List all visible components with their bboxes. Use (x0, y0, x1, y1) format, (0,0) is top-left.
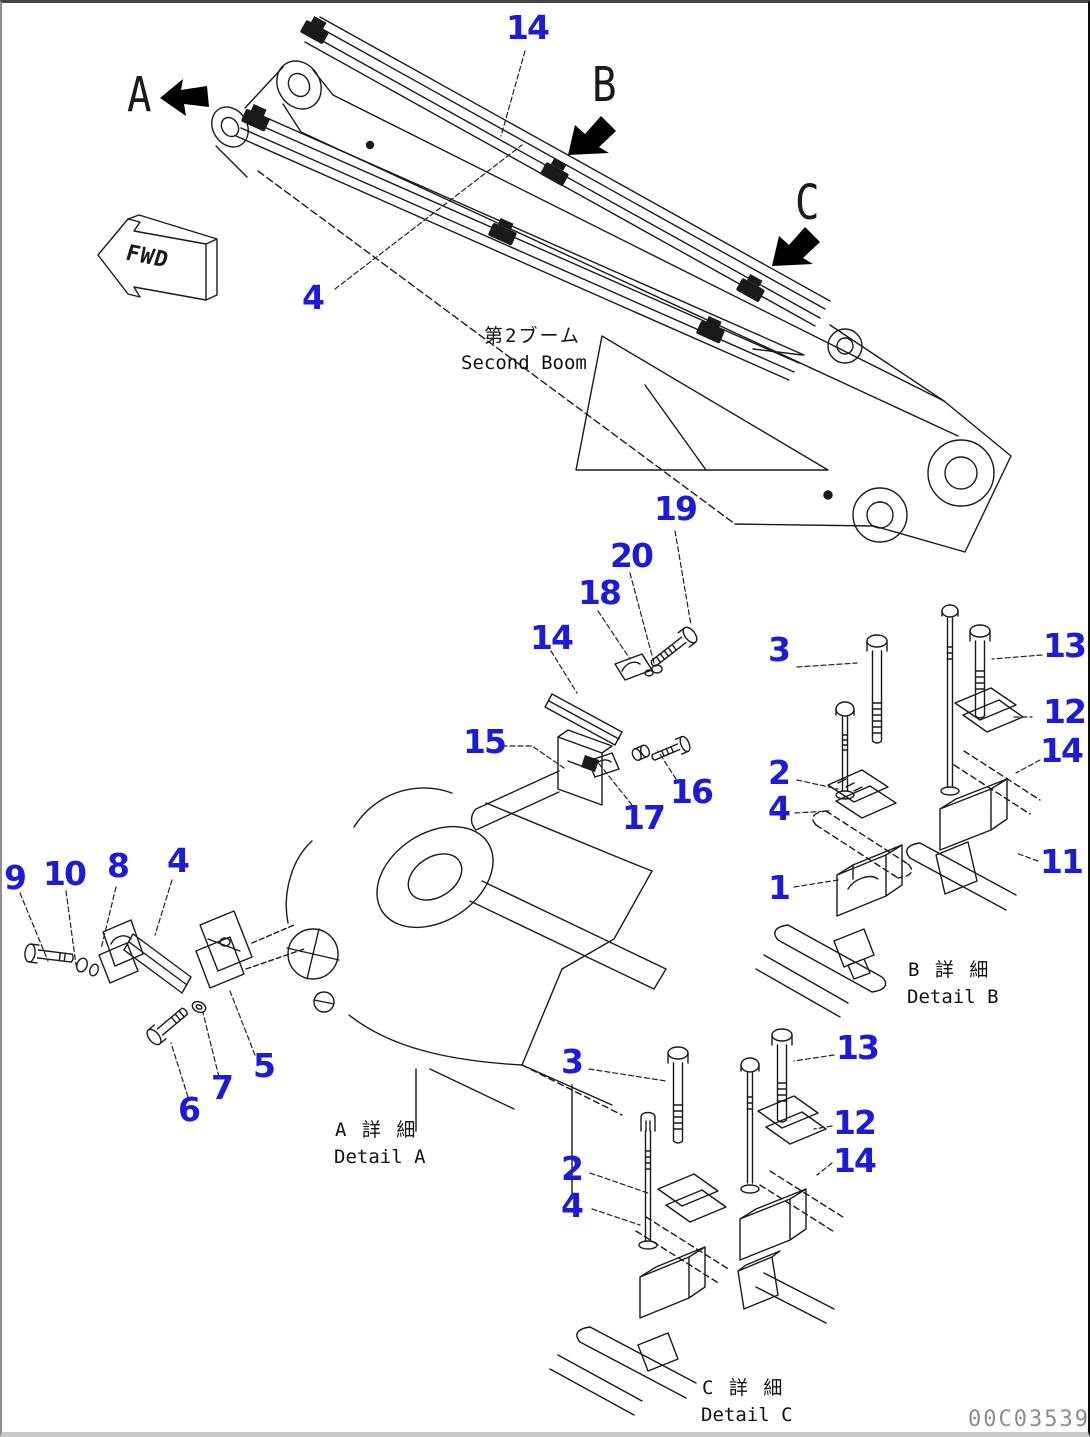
detail-c-drawing (549, 1028, 847, 1416)
label-layer: A B C FWD 第2ブーム Second Boom A 詳 細 Detail… (2, 3, 1088, 1432)
callout-10: 10 (43, 854, 87, 893)
callout-4: 4 (561, 1186, 584, 1225)
callout-17: 17 (622, 798, 666, 837)
callout-13: 13 (1043, 626, 1087, 665)
callout-leader-lines (19, 50, 1043, 1226)
detail-a-drawing (24, 626, 698, 1200)
callout-9: 9 (4, 858, 27, 897)
diagram-line-art (19, 16, 1043, 1416)
callout-4: 4 (167, 841, 190, 880)
detail-b-caption-jp: B 詳 細 (908, 959, 991, 981)
callout-14: 14 (1040, 731, 1084, 770)
callout-20: 20 (610, 536, 654, 575)
callout-18: 18 (578, 573, 622, 612)
callout-1: 1 (768, 868, 791, 907)
arrow-c-icon (772, 227, 820, 266)
callout-16: 16 (670, 772, 714, 811)
callout-13: 13 (836, 1028, 880, 1067)
callout-2: 2 (561, 1149, 584, 1188)
callout-4: 4 (768, 789, 791, 828)
callout-8: 8 (107, 846, 130, 885)
view-marker-a: A (127, 67, 152, 123)
pipe-clamp-icons (241, 16, 765, 344)
callout-6: 6 (178, 1090, 201, 1129)
callout-14: 14 (506, 8, 550, 47)
callout-12: 12 (1043, 692, 1087, 731)
view-marker-c: C (795, 175, 820, 231)
detail-c-caption-en: Detail C (701, 1404, 793, 1426)
view-marker-b: B (592, 57, 617, 113)
callout-4: 4 (302, 278, 325, 317)
arrow-a-icon (160, 79, 209, 116)
callout-5: 5 (253, 1046, 276, 1085)
detail-b-caption-en: Detail B (907, 986, 999, 1008)
fwd-marker-shape (97, 214, 218, 301)
callout-19: 19 (654, 489, 698, 528)
callout-14: 14 (530, 618, 574, 657)
fwd-marker-text: FWD (122, 241, 172, 274)
boom-caption-en: Second Boom (461, 352, 587, 374)
detail-a-caption-jp: A 詳 細 (335, 1119, 418, 1141)
arrow-b-icon (568, 116, 616, 155)
callout-14: 14 (833, 1141, 877, 1180)
detail-a-caption-en: Detail A (334, 1146, 426, 1168)
callout-15: 15 (463, 722, 507, 761)
detail-c-caption-jp: C 詳 細 (702, 1377, 785, 1399)
boom-overview-drawing (211, 16, 1012, 553)
view-direction-arrows (160, 79, 820, 266)
callout-3: 3 (768, 630, 791, 669)
callout-12: 12 (833, 1103, 877, 1142)
detail-b-drawing (755, 604, 1041, 1018)
callout-3: 3 (561, 1042, 584, 1081)
callout-2: 2 (768, 753, 791, 792)
document-number: 00C03539 (968, 1407, 1090, 1432)
callout-11: 11 (1040, 842, 1084, 881)
callout-7: 7 (211, 1068, 234, 1107)
boom-caption-jp: 第2ブーム (484, 325, 581, 347)
